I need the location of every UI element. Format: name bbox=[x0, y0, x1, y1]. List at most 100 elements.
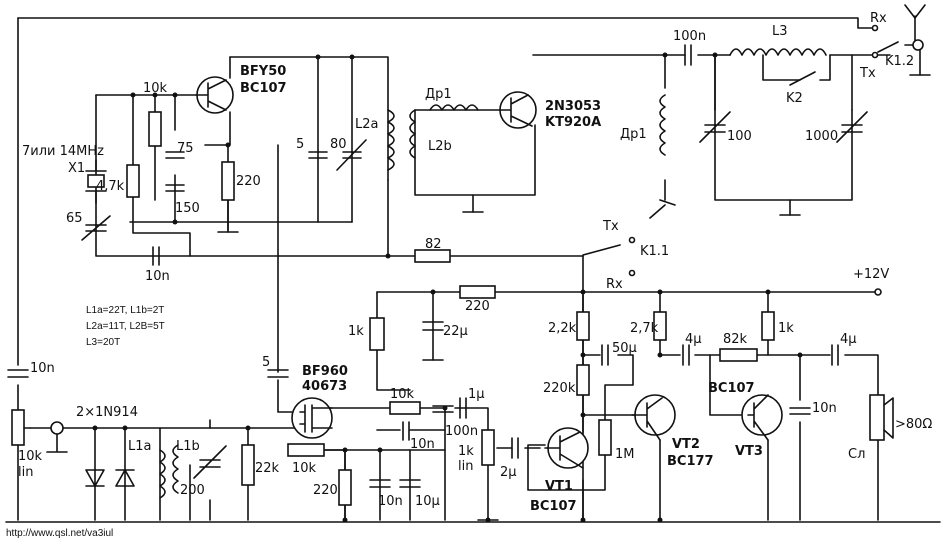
label-c10n-in: 10n bbox=[30, 361, 55, 376]
label-diodes: 2×1N914 bbox=[76, 405, 138, 420]
label-r10k-fb: 10k bbox=[390, 387, 415, 402]
label-tx-top: Tx bbox=[859, 66, 876, 81]
label-tx-k11: Tx bbox=[602, 219, 619, 234]
choke-dr1-a bbox=[429, 104, 479, 111]
relay-tx-contact bbox=[871, 51, 879, 59]
diode-2 bbox=[115, 469, 135, 487]
label-r10k-src: 10k bbox=[292, 461, 317, 476]
label-power: +12V bbox=[853, 267, 889, 282]
resistor-4k7 bbox=[126, 164, 140, 198]
label-q3-type1: BF960 bbox=[302, 364, 348, 379]
cap-10n-in bbox=[7, 369, 29, 378]
cap-75 bbox=[165, 151, 185, 159]
label-r1k-right: 1k bbox=[778, 321, 794, 336]
label-c65: 65 bbox=[66, 211, 83, 226]
resistor-82 bbox=[414, 249, 451, 263]
source-url: http://www.qsl.net/va3iul bbox=[6, 528, 113, 539]
label-q2-type1: 2N3053 bbox=[545, 99, 601, 114]
label-c2u: 2µ bbox=[500, 465, 517, 480]
label-c100: 100 bbox=[727, 129, 752, 144]
cap-10n-mid bbox=[402, 421, 410, 441]
label-c200: 200 bbox=[180, 483, 205, 498]
label-q1-type1: BFY50 bbox=[240, 64, 286, 79]
label-pot10k-val: 10k bbox=[18, 449, 43, 464]
transistor-vt3 bbox=[741, 394, 783, 441]
choke-dr1-b bbox=[659, 94, 666, 156]
varcap-100 bbox=[699, 111, 731, 143]
resistor-1m bbox=[598, 419, 612, 456]
label-c10n-osc: 10n bbox=[145, 269, 170, 284]
label-c5-tank: 5 bbox=[296, 137, 304, 152]
cap-5-tank bbox=[308, 151, 328, 159]
cap-4u-a bbox=[682, 344, 690, 366]
switch-k11 bbox=[582, 199, 676, 256]
speaker bbox=[869, 394, 894, 441]
label-c80: 80 bbox=[330, 137, 347, 152]
label-pot1k-val: 1k bbox=[458, 444, 474, 459]
resistor-220k bbox=[576, 364, 590, 396]
resistor-2k2 bbox=[576, 311, 590, 341]
diode-1 bbox=[85, 469, 105, 487]
label-c75: 75 bbox=[177, 141, 194, 156]
junctions bbox=[92, 52, 803, 523]
label-r220-dec: 220 bbox=[465, 299, 490, 314]
antenna-connector bbox=[912, 39, 924, 51]
coil-l3 bbox=[729, 48, 827, 56]
label-k2: K2 bbox=[786, 91, 803, 106]
resistor-1k-right bbox=[761, 311, 775, 341]
antenna-icon bbox=[904, 4, 926, 19]
label-q2-type2: KT920A bbox=[545, 115, 601, 130]
label-c10n-src: 10n bbox=[378, 494, 403, 509]
label-c1000: 1000 bbox=[805, 129, 838, 144]
label-xtal-freq: 7или 14MHz bbox=[22, 144, 104, 159]
label-c10u-src: 10µ bbox=[415, 494, 440, 509]
label-r27k: 2,7k bbox=[630, 321, 659, 336]
cap-10n-src bbox=[369, 479, 391, 488]
label-dr1-b: Др1 bbox=[620, 127, 647, 142]
switch-k11-tx bbox=[628, 236, 636, 244]
note-l2: L2a=11T, L2B=5T bbox=[86, 321, 165, 332]
label-pot10k-lin: lin bbox=[18, 465, 33, 480]
label-pot1k-lin: lin bbox=[458, 459, 473, 474]
label-c100n-out: 100n bbox=[673, 29, 706, 44]
label-dr1-a: Др1 bbox=[425, 87, 452, 102]
label-r1k-left: 1k bbox=[348, 324, 364, 339]
varcap-200 bbox=[193, 445, 227, 479]
crystal-x1 bbox=[85, 159, 107, 204]
transistor-q2 bbox=[499, 91, 537, 129]
label-vt3-type: BC107 bbox=[708, 381, 755, 396]
label-xtal-name: X1 bbox=[68, 161, 85, 176]
label-c1u: 1µ bbox=[468, 387, 485, 402]
resistor-10k-fb bbox=[389, 401, 421, 415]
cap-10n-out bbox=[789, 407, 811, 415]
label-r82k: 82k bbox=[723, 332, 748, 347]
label-c100n-mid: 100n bbox=[445, 424, 478, 439]
label-c50u: 50µ bbox=[612, 341, 637, 356]
label-l1b: L1b bbox=[176, 439, 200, 454]
cap-2u bbox=[511, 437, 519, 459]
transistor-q1 bbox=[195, 76, 234, 114]
coil-l2a bbox=[387, 109, 395, 171]
label-vt2-type: BC177 bbox=[667, 454, 714, 469]
resistor-10k-osc bbox=[148, 111, 162, 147]
cap-5-gate bbox=[267, 369, 289, 378]
varcap-1000 bbox=[836, 111, 868, 143]
cap-50u bbox=[601, 344, 609, 366]
label-c10n-out: 10n bbox=[812, 401, 837, 416]
components bbox=[7, 4, 931, 521]
label-c22u: 22µ bbox=[443, 324, 468, 339]
cap-100n-out bbox=[684, 44, 692, 66]
label-c5-gate: 5 bbox=[262, 355, 270, 370]
pot-10k bbox=[11, 409, 25, 446]
label-r220-src: 220 bbox=[313, 483, 338, 498]
resistor-220-osc bbox=[221, 161, 235, 201]
resistor-2k7 bbox=[653, 311, 667, 341]
label-r220-osc: 220 bbox=[236, 174, 261, 189]
ground-jack bbox=[46, 433, 68, 453]
label-speaker-name: Сл bbox=[848, 447, 865, 462]
label-k11: K1.1 bbox=[640, 244, 669, 259]
label-q3-type2: 40673 bbox=[302, 379, 347, 394]
switch-k2 bbox=[789, 71, 816, 86]
label-r22k-b: 2,2k bbox=[548, 321, 577, 336]
